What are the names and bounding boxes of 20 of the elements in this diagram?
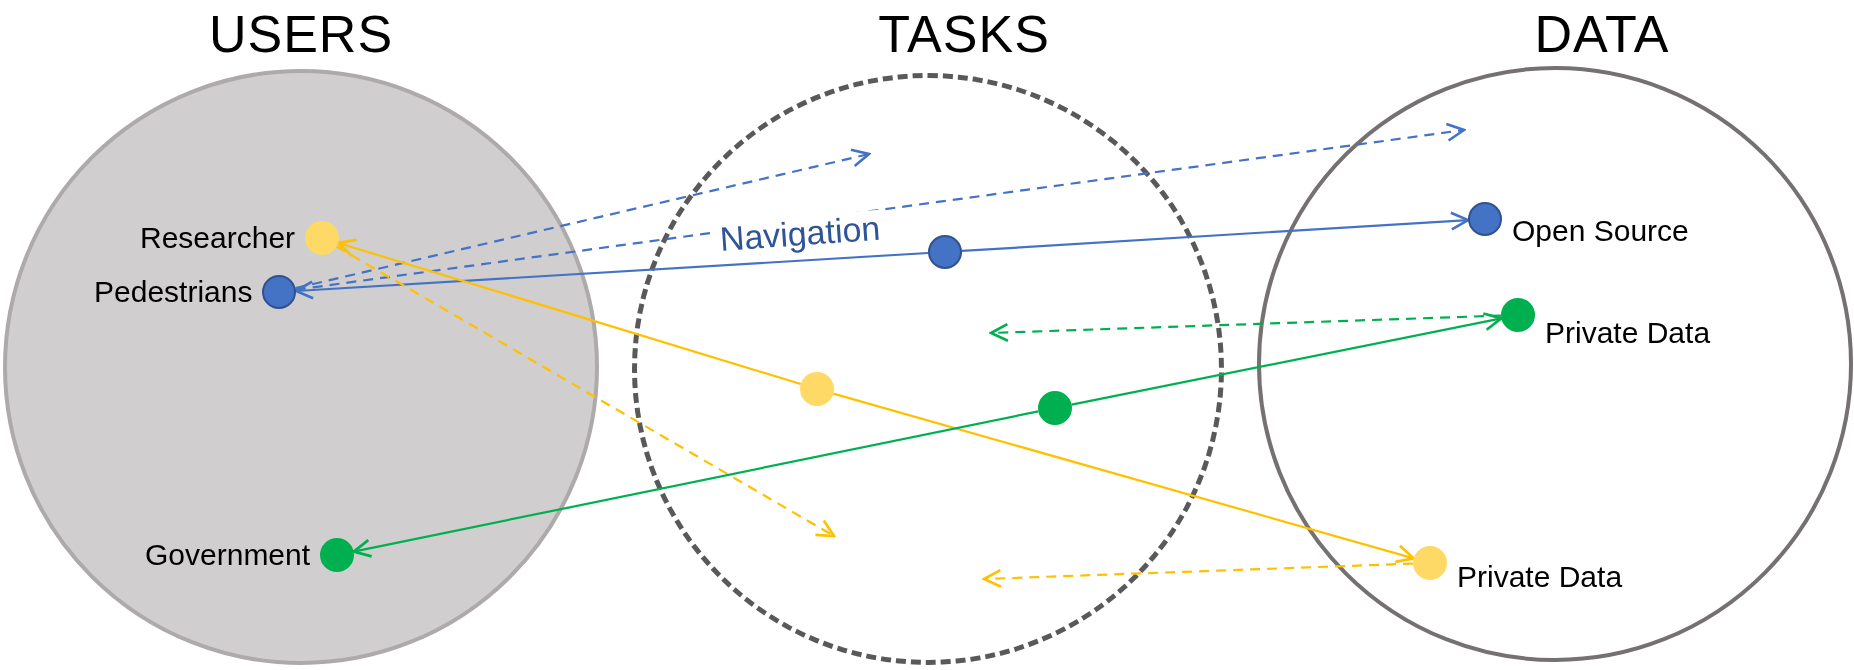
dot-label: Open Source: [1512, 213, 1689, 248]
dot-label: Pedestrians: [94, 275, 253, 309]
arrow: [336, 238, 802, 386]
dot-label: Government: [145, 538, 311, 572]
arrow: [294, 251, 929, 300]
dashed-arrow: [336, 245, 836, 538]
arrow: [961, 211, 1470, 253]
arrow: [833, 392, 1415, 564]
dashed-arrow: [295, 122, 1466, 291]
set-heading: TASKS: [878, 8, 1050, 60]
dot-label: Private Data: [1457, 559, 1623, 594]
dot-label: Researcher: [140, 221, 296, 255]
dashed-arrow: [989, 314, 1502, 343]
arrow: [1071, 312, 1503, 406]
set-heading: USERS: [208, 8, 394, 60]
arrow: [352, 410, 1039, 558]
dot-label: Private Data: [1545, 315, 1711, 350]
dashed-arrow: [295, 148, 871, 290]
dashed-arrow: [982, 562, 1414, 589]
set-heading: DATA: [1534, 8, 1670, 60]
